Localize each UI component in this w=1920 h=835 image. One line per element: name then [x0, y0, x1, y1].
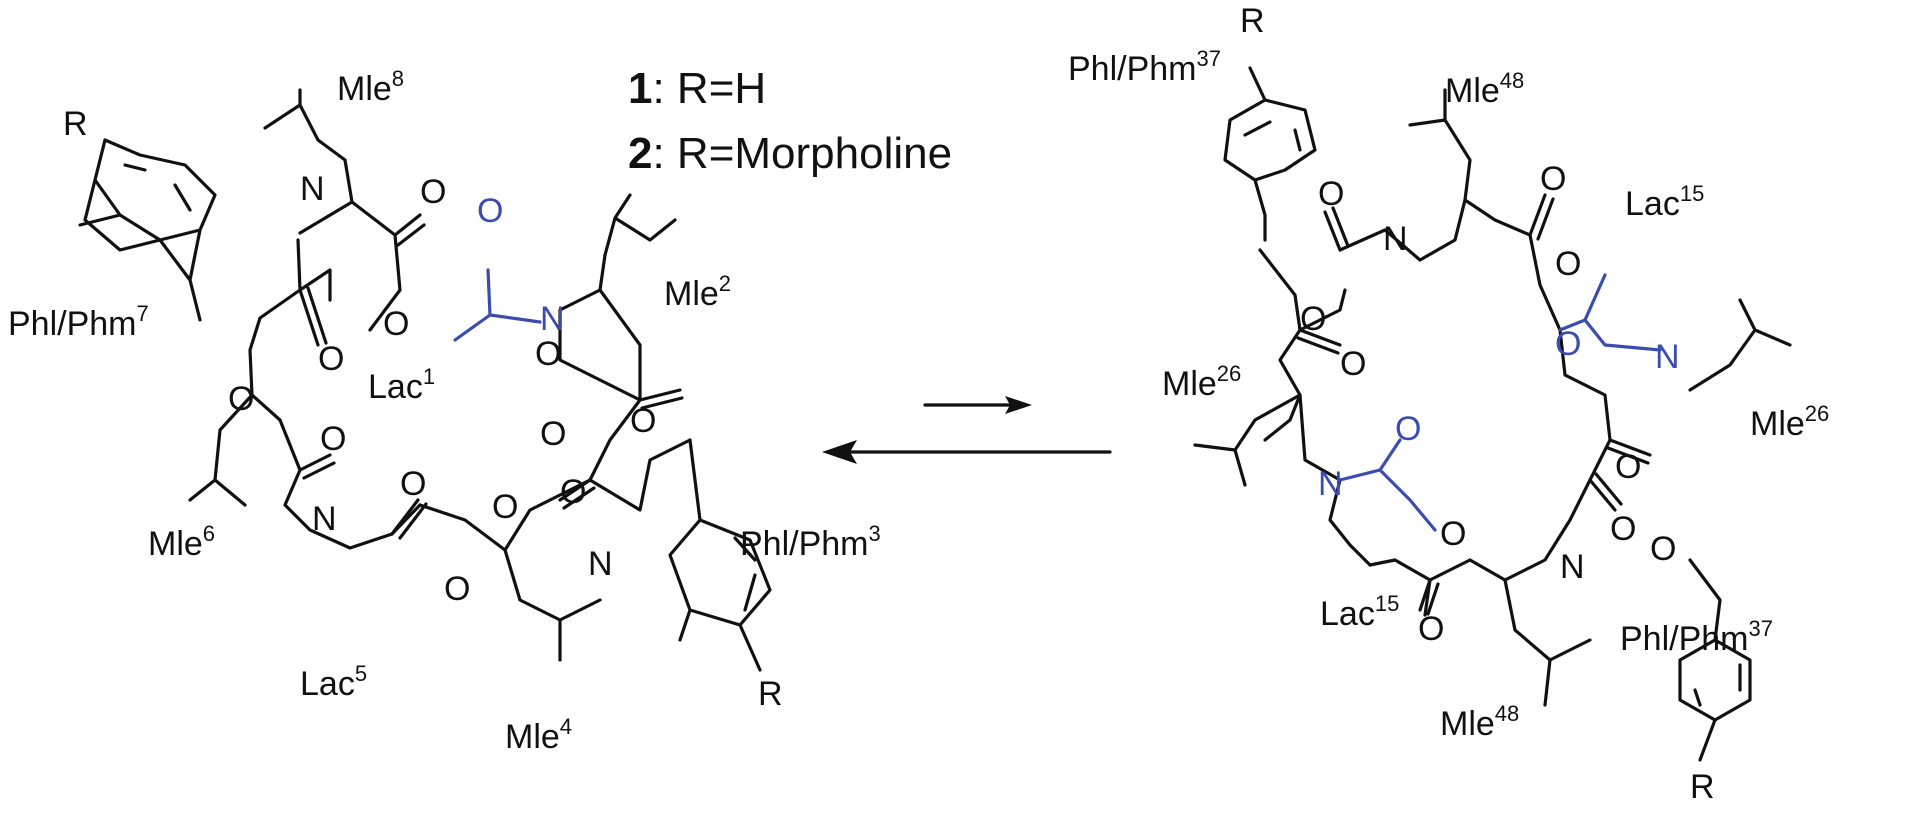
left-N-4: N: [588, 545, 613, 583]
right-O-c26: O: [1615, 448, 1641, 486]
left-mle6-chain: [188, 393, 254, 507]
right-O-c37: O: [1610, 510, 1636, 548]
left-benzene-top-2: [83, 178, 162, 252]
left-N-6: N: [312, 500, 337, 538]
right-blue-amide-1: [1558, 273, 1662, 352]
reverse-arrowhead: [822, 440, 857, 464]
left-label-mle4: Mle4: [505, 714, 572, 756]
left-O-3: O: [540, 415, 566, 453]
left-mle4-chain: [503, 548, 602, 662]
right-O-top-1: O: [1318, 175, 1344, 213]
right-N-blue-1: N: [1655, 338, 1680, 376]
right-O-top-2: O: [1540, 160, 1566, 198]
right-label-mle26-left: Mle26: [1162, 361, 1241, 403]
left-R-top: R: [63, 105, 88, 143]
left-O-blue: O: [477, 192, 503, 230]
right-ring-bonds: [1258, 248, 1372, 567]
left-O-lac5: O: [444, 570, 470, 608]
left-O-ring: O: [228, 380, 254, 418]
left-R-bottom: R: [758, 675, 783, 713]
right-benzene-top: [1223, 66, 1317, 242]
right-benzene-bottom: [1678, 558, 1752, 762]
left-mle8-chain: [263, 88, 347, 162]
right-mle26-chain-l: [1193, 393, 1302, 487]
right-O-c48: O: [1418, 610, 1444, 648]
right-mle48-chain: [1408, 88, 1472, 202]
right-O-lac15: O: [1555, 245, 1581, 283]
left-label-mle2: Mle2: [664, 271, 731, 313]
equilibrium-arrows: [822, 396, 1112, 464]
left-label-phl7: Phl/Phm7: [8, 301, 149, 343]
left-O-amide: O: [318, 340, 344, 378]
left-benzene-bottom: [668, 438, 772, 672]
right-N-top: N: [1383, 220, 1408, 258]
right-R-top: R: [1240, 2, 1265, 40]
right-O-blue-1: O: [1555, 325, 1581, 363]
left-O-carbonyl: O: [420, 173, 446, 211]
left-conformer: N O O N O O O O N O O O N O O O O R R Ml…: [8, 66, 881, 756]
left-O-c3: O: [560, 473, 586, 511]
right-O-ester: O: [1340, 345, 1366, 383]
left-O-ester: O: [383, 305, 409, 343]
right-label-mle26-right: Mle26: [1750, 401, 1829, 443]
right-label-lac15-bottom: Lac15: [1320, 591, 1399, 633]
left-O-ester-3: O: [630, 402, 656, 440]
left-N-8: N: [300, 170, 325, 208]
right-mle48-chain-b: [1503, 578, 1592, 707]
right-conformer: O N O O O O O N O N O O O O N O R R Phl/…: [1068, 2, 1829, 806]
left-O-c2: O: [535, 335, 561, 373]
left-label-phl3: Phl/Phm3: [740, 521, 881, 563]
left-label-mle6: Mle6: [148, 521, 215, 563]
right-label-mle48-top: Mle48: [1445, 68, 1524, 110]
left-O-c6: O: [320, 420, 346, 458]
left-label-lac5: Lac5: [300, 661, 367, 703]
left-O-c4: O: [492, 488, 518, 526]
right-blue-amide-2: [1338, 438, 1437, 532]
legend-line-1: 1: R=H: [628, 64, 766, 113]
right-O-phl: O: [1300, 300, 1326, 338]
left-label-lac1: Lac1: [368, 364, 435, 406]
right-label-phl37-bottom: Phl/Phm37: [1620, 616, 1773, 658]
legend-line-2: 2: R=Morpholine: [628, 129, 952, 178]
right-R-bottom: R: [1690, 768, 1715, 806]
left-N-blue: N: [540, 300, 565, 338]
right-O-ring: O: [1650, 530, 1676, 568]
left-ring-bonds-2: [418, 253, 692, 552]
left-blue-amide: [453, 268, 542, 342]
right-N-blue-2: N: [1318, 465, 1343, 503]
right-mle26-chain-r: [1688, 298, 1792, 392]
right-label-phl37-top: Phl/Phm37: [1068, 46, 1221, 88]
right-label-lac15-top: Lac15: [1625, 181, 1704, 223]
forward-arrowhead: [1005, 396, 1032, 414]
left-benzene-top: [78, 138, 217, 322]
left-O-c5: O: [400, 465, 426, 503]
right-O-blue-2: O: [1395, 410, 1421, 448]
compound-legend: 1: R=H 2: R=Morpholine: [628, 64, 952, 178]
right-O-lac15-b: O: [1440, 515, 1466, 553]
left-mle2-chain: [603, 193, 677, 257]
left-label-mle8: Mle8: [337, 66, 404, 108]
left-carbonyls: [298, 213, 684, 540]
right-label-mle48-bottom: Mle48: [1440, 701, 1519, 743]
right-N-bottom: N: [1560, 548, 1585, 586]
right-carbonyls: [1296, 193, 1652, 616]
